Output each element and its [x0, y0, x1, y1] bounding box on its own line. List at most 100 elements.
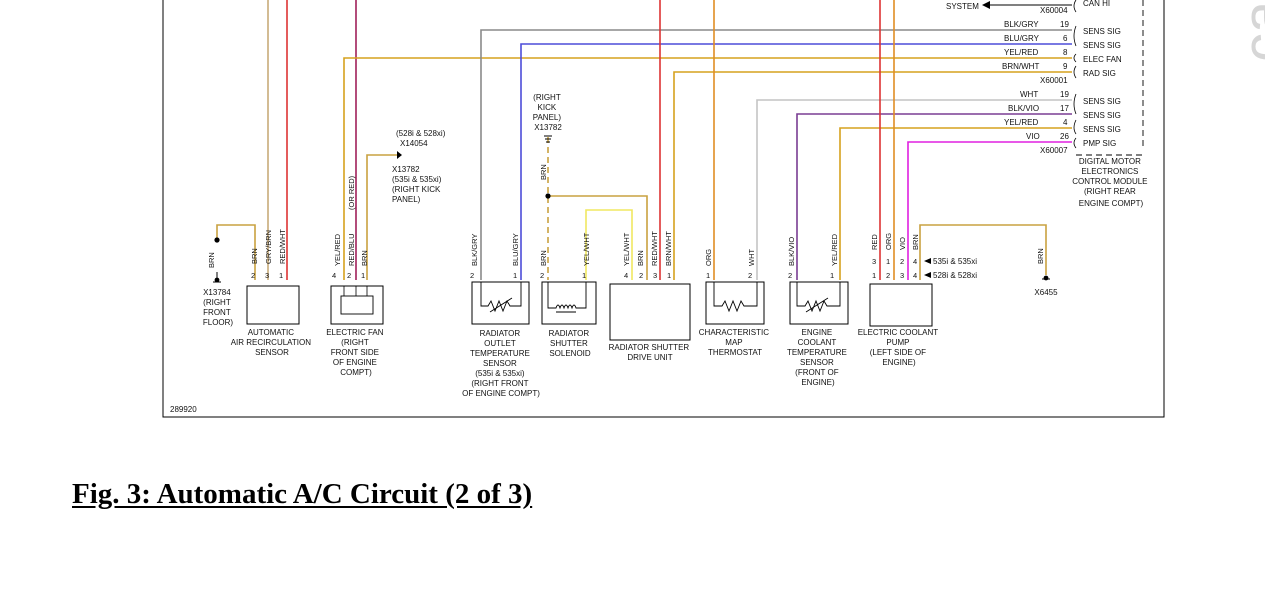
wire-label: GRY/BRN [264, 230, 273, 264]
ground-dot [1043, 275, 1049, 281]
wire-label: YEL/WHT [622, 232, 631, 266]
component-name: RADIATOR SHUTTER DRIVE UNIT [609, 343, 692, 362]
wire-brn-fan-ground [366, 154, 397, 280]
pin-number: 4 [624, 271, 628, 280]
component-name: ELECTRIC FAN (RIGHT FRONT SIDE OF ENGINE… [326, 328, 386, 377]
wire-label: YEL/WHT [582, 232, 591, 266]
component-electric-fan: YEL/RED RED/BLU (OR RED) BRN 4 2 1 ELECT… [326, 175, 386, 377]
row-pin: 26 [1060, 132, 1069, 141]
pin-number: 1 [361, 271, 365, 280]
coil-symbol [547, 282, 587, 313]
wire-yel-red-fan [343, 57, 1072, 280]
row-wire: BRN/WHT [1002, 62, 1039, 71]
system-label: SYSTEM [946, 2, 979, 11]
row-pin: 19 [1060, 20, 1069, 29]
pin-number: 2 [251, 271, 255, 280]
wire-brn-ground-left [216, 224, 256, 280]
wire-label: BLK/GRY [470, 234, 479, 266]
pin-number: 2 [886, 271, 890, 280]
pin-number: 1 [513, 271, 517, 280]
wire-label: BRN [207, 252, 216, 268]
fan-terminals [343, 286, 368, 296]
wire-label: WHT [747, 249, 756, 266]
wire-label: BRN [360, 250, 369, 266]
thermistor-symbol [796, 282, 841, 313]
row-wire: YEL/RED [1004, 48, 1038, 57]
wire-label: YEL/RED [830, 233, 839, 266]
row-sig: RAD SIG [1083, 69, 1116, 78]
pin-number: 1 [706, 271, 710, 280]
pin-number: 2 [347, 271, 351, 280]
variant-arrow [924, 258, 931, 278]
wire-label: BRN [911, 234, 920, 250]
pin-number: 1 [582, 271, 586, 280]
variant-label: 535i & 535xi [933, 257, 977, 266]
wire-blu-gry [520, 43, 1072, 280]
pin-number: 2 [540, 271, 544, 280]
row-sig: SENS SIG [1083, 27, 1121, 36]
splice-dot [545, 193, 551, 199]
splice-label: (528i & 528xi) X14054 [396, 129, 448, 148]
ground-x6455: BRN X6455 [1034, 248, 1058, 297]
connector-x60001: X60001 [1040, 76, 1068, 85]
component-body [330, 285, 384, 325]
connector-symbol [397, 151, 402, 159]
pin-number: 1 [667, 271, 671, 280]
row-wire: BLU/GRY [1004, 34, 1040, 43]
wire-label: RED [870, 234, 879, 250]
component-map-thermostat: ORG WHT 1 2 CHARACTERISTIC MAP THERMOSTA… [699, 249, 769, 357]
wire-label: ORG [884, 233, 893, 250]
module-connector: SYSTEM CAN HI X60004 BLK/GRY 19 SENS SIG… [946, 0, 1148, 208]
wire-label: BRN [250, 248, 259, 264]
pin-number: 2 [748, 271, 752, 280]
row-pin: 17 [1060, 104, 1069, 113]
wire-label: ORG [704, 249, 713, 266]
pin-number: 4 [913, 257, 917, 266]
connector-x60007: X60007 [1040, 146, 1068, 155]
ground-dot [214, 277, 220, 283]
fan-motor-symbol [340, 295, 374, 315]
pin-number: 1 [872, 271, 876, 280]
wire-label: RED/BLU [347, 233, 356, 266]
row-sig: SENS SIG [1083, 97, 1121, 106]
pin-number: 2 [788, 271, 792, 280]
row-sig: PMP SIG [1083, 139, 1116, 148]
wiring-diagram: 289920 SYSTEM CAN HI [162, 0, 1165, 418]
component-body [246, 285, 300, 325]
figure-caption: Fig. 3: Automatic A/C Circuit (2 of 3) [72, 478, 533, 510]
system-arrow [982, 1, 990, 9]
row-pin: 4 [1063, 118, 1068, 127]
row-sig: SENS SIG [1083, 125, 1121, 134]
row-wire: BLK/VIO [1008, 104, 1039, 113]
wire-vio-pump [907, 141, 1072, 280]
component-name: AUTOMATIC AIR RECIRCULATION SENSOR [231, 328, 314, 357]
wire-label: BLU/GRY [511, 233, 520, 266]
wire-blk-vio [796, 113, 1072, 280]
ground-x13784: BRN X13784 (RIGHT FRONT FLOOR) [203, 237, 233, 327]
wire-label: BRN [1036, 248, 1045, 264]
wire-yel-red-cts [839, 127, 1072, 280]
wire-label: (OR RED) [347, 175, 356, 210]
wire-blk-gry [480, 29, 1072, 280]
row-wire: BLK/GRY [1004, 20, 1039, 29]
wire-brn-pump [919, 224, 1047, 280]
splice-dot [214, 237, 220, 243]
wire-label: YEL/RED [333, 233, 342, 266]
row-pin: 9 [1063, 62, 1068, 71]
heater-symbol [713, 282, 758, 313]
pin-number: 2 [639, 271, 643, 280]
component-name: RADIATOR SHUTTER SOLENOID [549, 329, 592, 358]
component-electric-coolant-pump: RED ORG VIO BRN 3 1 2 4 1 2 3 4 535i & 5… [858, 233, 978, 367]
row-pin: 6 [1063, 34, 1068, 43]
row-pin: 19 [1060, 90, 1069, 99]
watermark-text: ca [1231, 0, 1265, 62]
component-body [869, 283, 933, 327]
thermistor-symbol [480, 282, 522, 313]
component-name: ENGINE COOLANT TEMPERATURE SENSOR (FRONT… [787, 328, 849, 387]
pin-number: 4 [332, 271, 336, 280]
connector-brackets [1073, 0, 1077, 149]
watermark: ca [1226, 0, 1265, 82]
connector-x60004: X60004 [1040, 6, 1068, 15]
splice-label: (RIGHT KICK PANEL) X13782 [533, 93, 564, 132]
component-body [541, 281, 597, 325]
